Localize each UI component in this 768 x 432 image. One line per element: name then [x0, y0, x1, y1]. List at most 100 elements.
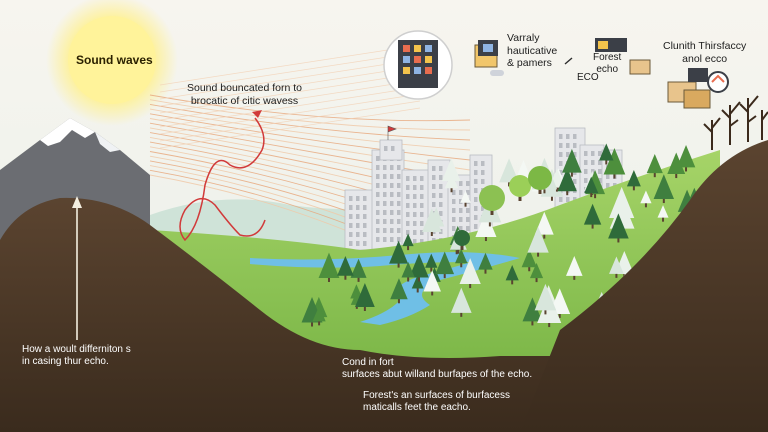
building-window	[439, 211, 443, 216]
building-window	[413, 230, 417, 235]
building-window	[459, 217, 463, 222]
building-window	[406, 185, 410, 190]
building-window	[420, 212, 424, 217]
building-window	[413, 176, 417, 181]
building-window	[397, 237, 401, 242]
building-window	[432, 166, 436, 171]
building-window	[376, 165, 380, 170]
building-window	[390, 210, 394, 215]
crates-icon	[667, 68, 729, 109]
building-window	[598, 160, 602, 165]
building-window	[363, 196, 367, 201]
building-window	[432, 202, 436, 207]
building-window	[466, 226, 470, 231]
pine-tree	[505, 265, 519, 285]
building-window	[481, 206, 485, 211]
building-window	[559, 152, 563, 157]
building-window	[391, 146, 395, 151]
forest-trees	[301, 143, 707, 328]
pine-tree	[667, 152, 686, 179]
sun	[68, 16, 156, 104]
pine-tree	[337, 256, 354, 280]
building-window	[559, 134, 563, 139]
pine-tree	[312, 306, 326, 326]
round-tree	[454, 230, 470, 250]
building-window	[439, 202, 443, 207]
forest-surfaces-note-line: maticalls feet the eacho.	[363, 402, 471, 413]
pine-tree	[527, 226, 549, 257]
building-window	[376, 201, 380, 206]
right-hill	[520, 140, 768, 432]
sound-wave-line	[149, 99, 471, 131]
building-window	[413, 239, 417, 244]
building-window	[452, 199, 456, 204]
building-window	[406, 194, 410, 199]
building-window	[383, 228, 387, 233]
bounce-label: Sound bouncated forn to brocatic of citi…	[187, 82, 302, 107]
building-window	[566, 143, 570, 148]
building-window	[390, 201, 394, 206]
building-window	[420, 239, 424, 244]
hill-echo-note-line: How a woult differniton s	[22, 344, 131, 355]
building-window	[598, 178, 602, 183]
building-window	[452, 217, 456, 222]
pine-tree	[354, 282, 375, 311]
building-window	[383, 174, 387, 179]
round-tree	[509, 175, 531, 201]
building-window	[383, 210, 387, 215]
building-window	[459, 190, 463, 195]
building-window	[566, 197, 570, 202]
building-window	[349, 214, 353, 219]
building-window	[459, 208, 463, 213]
building-window	[439, 166, 443, 171]
pine-tree	[318, 252, 340, 282]
building-window	[363, 214, 367, 219]
building-window	[474, 197, 478, 202]
sound-wave-line	[149, 108, 471, 151]
building-window	[606, 183, 610, 188]
bare-trees	[703, 95, 768, 150]
building-window	[584, 178, 588, 183]
pine-tree	[475, 211, 497, 242]
building-window	[413, 185, 417, 190]
clunith-label: Clunith Thirsfaccy anol ecco	[663, 40, 746, 65]
pine-tree	[350, 258, 367, 282]
building-window	[349, 232, 353, 237]
pine-tree	[534, 283, 557, 315]
building-window	[363, 205, 367, 210]
building-window	[390, 237, 394, 242]
building-window	[466, 190, 470, 195]
building-window	[474, 224, 478, 229]
pine-tree	[460, 190, 471, 207]
pine-tree	[562, 148, 582, 177]
echo-arrowhead	[252, 110, 262, 118]
pine-tree	[521, 249, 537, 272]
building-window	[376, 228, 380, 233]
pine-tree	[640, 190, 652, 208]
round-tree	[528, 166, 552, 194]
building-window	[406, 176, 410, 181]
forest-echo-label-line: echo	[596, 64, 619, 75]
building-window	[559, 170, 563, 175]
building-window	[356, 223, 360, 228]
pine-tree	[423, 270, 441, 296]
building-window	[397, 219, 401, 224]
building-window	[413, 212, 417, 217]
building-window	[376, 219, 380, 224]
building-window	[474, 188, 478, 193]
pine-tree	[599, 143, 614, 165]
pine-tree	[583, 203, 602, 229]
building-window	[356, 232, 360, 237]
pine-tree	[626, 169, 641, 191]
sun-label: Sound waves	[76, 53, 153, 67]
building-window	[432, 175, 436, 180]
building-window	[376, 174, 380, 179]
box-icon	[474, 40, 504, 76]
city-block-icon	[383, 30, 453, 100]
building-window	[363, 241, 367, 246]
pine-tree	[522, 297, 543, 326]
building-window	[598, 169, 602, 174]
pine-tree	[425, 253, 438, 272]
building-window	[420, 194, 424, 199]
